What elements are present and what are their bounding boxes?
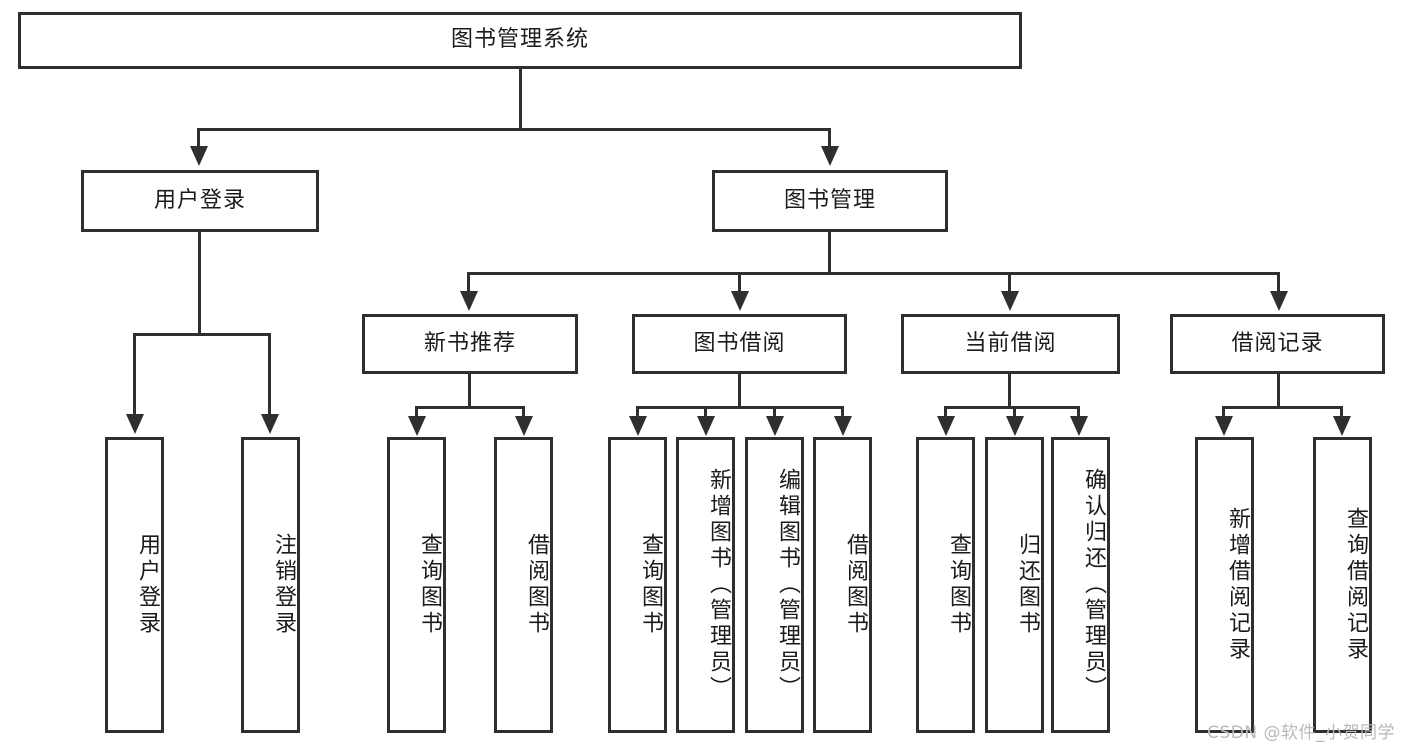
edge-root-to-user-login: [197, 128, 200, 148]
edge-user-login-bus: [133, 333, 271, 336]
node-label: 新增借阅记录: [1225, 507, 1250, 663]
edge-root-stem: [519, 69, 522, 130]
arrow-borrow-record-to-leaf-1: [1333, 416, 1351, 436]
node-label: 用户登录: [153, 187, 246, 213]
edge-book-manage-to-borrow-record: [1277, 272, 1280, 293]
edge-new-book-to-leaf-1: [522, 406, 525, 420]
edge-new-book-to-leaf-0: [415, 406, 418, 420]
node-label: 确认归还（管理员）: [1081, 468, 1106, 702]
edge-new-book-stem: [468, 374, 471, 408]
arrow-book-manage-to-borrow-record: [1270, 291, 1288, 311]
edge-book-borrow-stem: [738, 374, 741, 408]
edge-user-login-to-leaf-0: [133, 333, 136, 417]
edge-root-to-book-manage: [828, 128, 831, 148]
arrow-book-borrow-to-leaf-2: [766, 416, 784, 436]
leaf-new-book-1[interactable]: 借阅图书: [494, 437, 553, 733]
node-label: 当前借阅: [964, 330, 1057, 356]
node-label: 图书管理系统: [450, 27, 589, 53]
edge-user-login-stem: [198, 232, 201, 335]
arrow-book-borrow-to-leaf-0: [629, 416, 647, 436]
node-new-book-recommend[interactable]: 新书推荐: [362, 314, 578, 374]
edge-book-borrow-to-leaf-3: [841, 406, 844, 420]
node-label: 新增图书（管理员）: [706, 468, 731, 702]
arrow-borrow-record-to-leaf-0: [1215, 416, 1233, 436]
leaf-new-book-0[interactable]: 查询图书: [387, 437, 446, 733]
edge-user-login-to-leaf-1: [268, 333, 271, 417]
edge-current-borrow-to-leaf-0: [944, 406, 947, 420]
arrow-new-book-to-leaf-1: [515, 416, 533, 436]
node-label: 借阅图书: [524, 533, 549, 637]
edge-borrow-record-to-leaf-0: [1222, 406, 1225, 420]
leaf-book-borrow-2[interactable]: 编辑图书（管理员）: [745, 437, 804, 733]
leaf-current-borrow-1[interactable]: 归还图书: [985, 437, 1044, 733]
node-label: 借阅记录: [1231, 330, 1324, 356]
node-borrow-record[interactable]: 借阅记录: [1170, 314, 1385, 374]
arrow-book-manage-to-new-book: [460, 291, 478, 311]
arrow-root-to-user-login: [190, 146, 208, 166]
arrow-new-book-to-leaf-0: [408, 416, 426, 436]
arrow-current-borrow-to-leaf-0: [937, 416, 955, 436]
leaf-borrow-record-0[interactable]: 新增借阅记录: [1195, 437, 1254, 733]
node-label: 新书推荐: [423, 330, 516, 356]
leaf-book-borrow-3[interactable]: 借阅图书: [813, 437, 872, 733]
leaf-book-borrow-1[interactable]: 新增图书（管理员）: [676, 437, 735, 733]
edge-current-borrow-stem: [1008, 374, 1011, 408]
edge-root-bus: [197, 128, 831, 131]
arrow-root-to-book-manage: [821, 146, 839, 166]
edge-borrow-record-bus: [1222, 406, 1342, 409]
node-user-login[interactable]: 用户登录: [81, 170, 319, 232]
arrow-book-borrow-to-leaf-1: [697, 416, 715, 436]
edge-book-manage-to-current-borrow: [1008, 272, 1011, 293]
node-book-management[interactable]: 图书管理: [712, 170, 948, 232]
node-label: 借阅图书: [843, 533, 868, 637]
node-label: 注销登录: [271, 533, 296, 637]
leaf-borrow-record-1[interactable]: 查询借阅记录: [1313, 437, 1372, 733]
node-root-library-system[interactable]: 图书管理系统: [18, 12, 1022, 69]
node-book-borrow[interactable]: 图书借阅: [632, 314, 847, 374]
arrow-book-manage-to-book-borrow: [731, 291, 749, 311]
arrow-current-borrow-to-leaf-1: [1006, 416, 1024, 436]
edge-current-borrow-to-leaf-1: [1013, 406, 1016, 420]
leaf-current-borrow-2[interactable]: 确认归还（管理员）: [1051, 437, 1110, 733]
watermark-text: CSDN @软件_小贺同学: [1207, 723, 1395, 743]
node-label: 图书借阅: [693, 330, 786, 356]
arrow-current-borrow-to-leaf-2: [1070, 416, 1088, 436]
arrow-book-manage-to-current-borrow: [1001, 291, 1019, 311]
edge-book-manage-to-new-book: [467, 272, 470, 293]
edge-book-borrow-to-leaf-0: [636, 406, 639, 420]
edge-book-manage-to-book-borrow: [738, 272, 741, 293]
edge-borrow-record-to-leaf-1: [1340, 406, 1343, 420]
node-label: 查询图书: [946, 533, 971, 637]
edge-borrow-record-stem: [1277, 374, 1280, 408]
edge-book-borrow-to-leaf-1: [704, 406, 707, 420]
edge-current-borrow-to-leaf-2: [1077, 406, 1080, 420]
edge-book-manage-bus: [467, 272, 1280, 275]
node-label: 查询图书: [417, 533, 442, 637]
node-label: 用户登录: [135, 533, 160, 637]
edge-new-book-bus: [415, 406, 525, 409]
node-label: 查询借阅记录: [1343, 507, 1368, 663]
arrow-user-login-to-leaf-0: [126, 414, 144, 434]
edge-current-borrow-bus: [944, 406, 1079, 409]
edge-book-borrow-to-leaf-2: [773, 406, 776, 420]
node-label: 归还图书: [1015, 533, 1040, 637]
node-label: 图书管理: [783, 187, 876, 213]
edge-book-borrow-bus: [636, 406, 844, 409]
leaf-current-borrow-0[interactable]: 查询图书: [916, 437, 975, 733]
leaf-user-login-0[interactable]: 用户登录: [105, 437, 164, 733]
arrow-book-borrow-to-leaf-3: [834, 416, 852, 436]
edge-book-manage-stem: [828, 232, 831, 274]
node-label: 查询图书: [638, 533, 663, 637]
leaf-book-borrow-0[interactable]: 查询图书: [608, 437, 667, 733]
leaf-user-login-1[interactable]: 注销登录: [241, 437, 300, 733]
node-label: 编辑图书（管理员）: [775, 468, 800, 702]
arrow-user-login-to-leaf-1: [261, 414, 279, 434]
node-current-borrow[interactable]: 当前借阅: [901, 314, 1120, 374]
